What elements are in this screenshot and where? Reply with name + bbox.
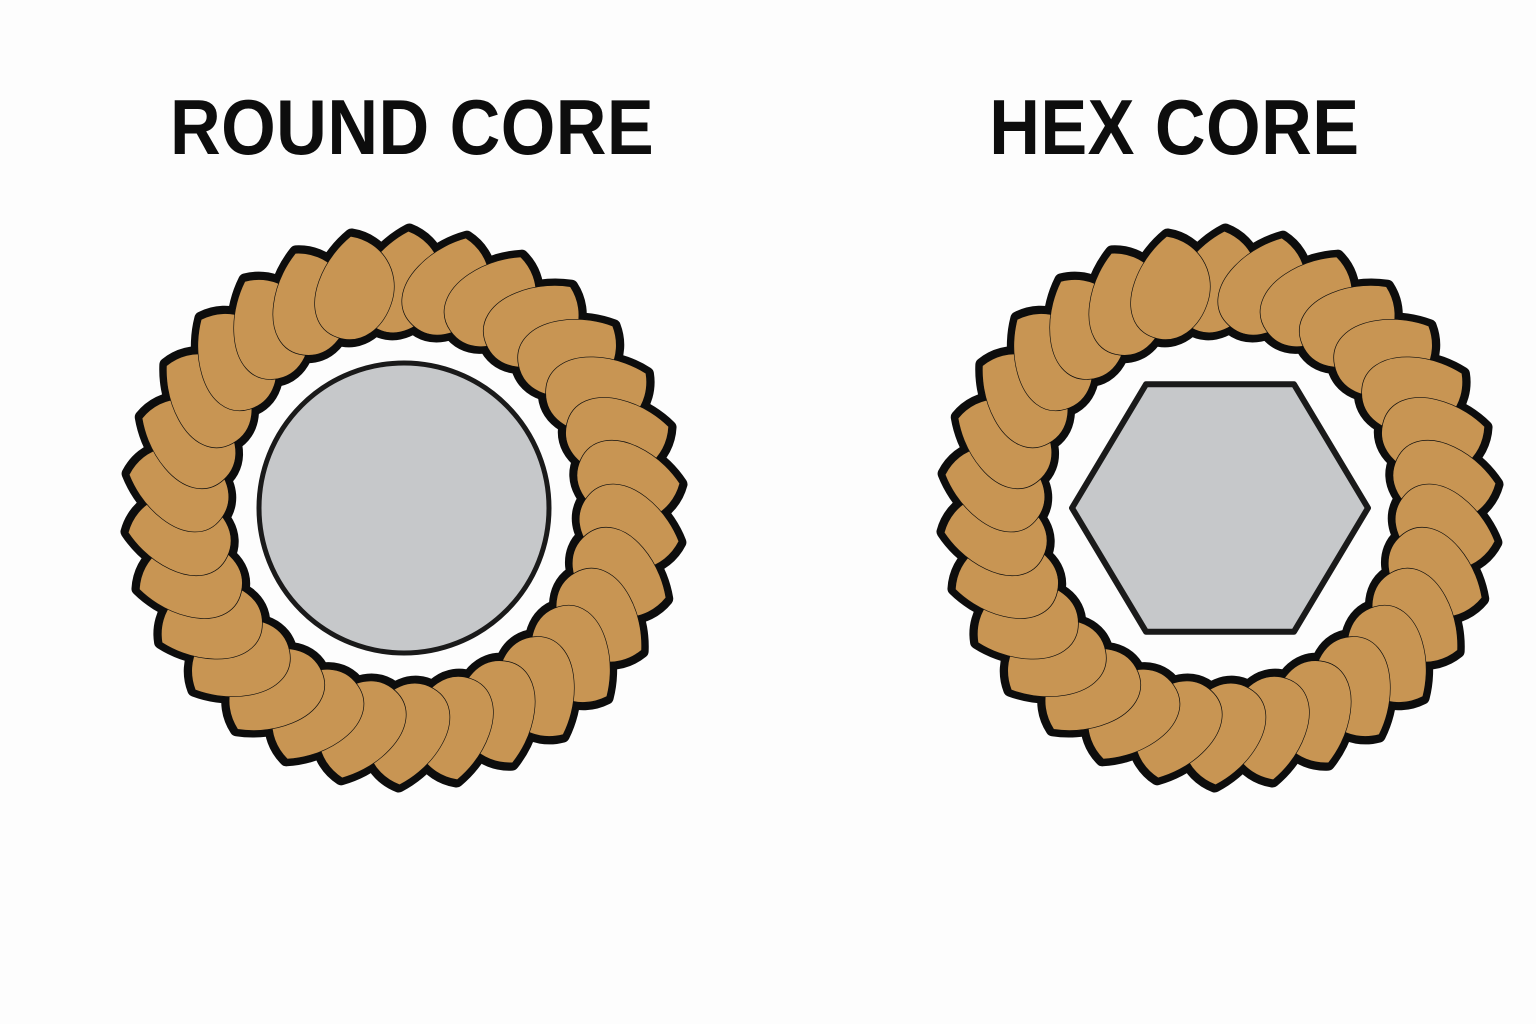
rope-ring [936,223,1504,793]
hex-core-illustration [936,223,1504,793]
panel-title-round-core: ROUND CORE [169,83,655,171]
round-core [256,360,552,656]
hex-core-polygon [1069,381,1371,635]
rope-ring [120,223,688,793]
panel-title-hex-core: HEX CORE [989,83,1360,171]
hex-core [1069,381,1371,635]
figure-hex-core [936,223,1504,793]
figure-round-core [120,223,688,793]
rope-strand [314,235,395,340]
panel-round-core: ROUND CORE [120,83,688,793]
rope-fill-layer [127,230,681,786]
round-core-illustration [120,223,688,793]
round-core-circle [256,360,552,656]
panel-hex-core: HEX CORE [790,0,1536,1024]
rope-strand [1130,235,1211,340]
rope-fill-layer [943,230,1497,786]
